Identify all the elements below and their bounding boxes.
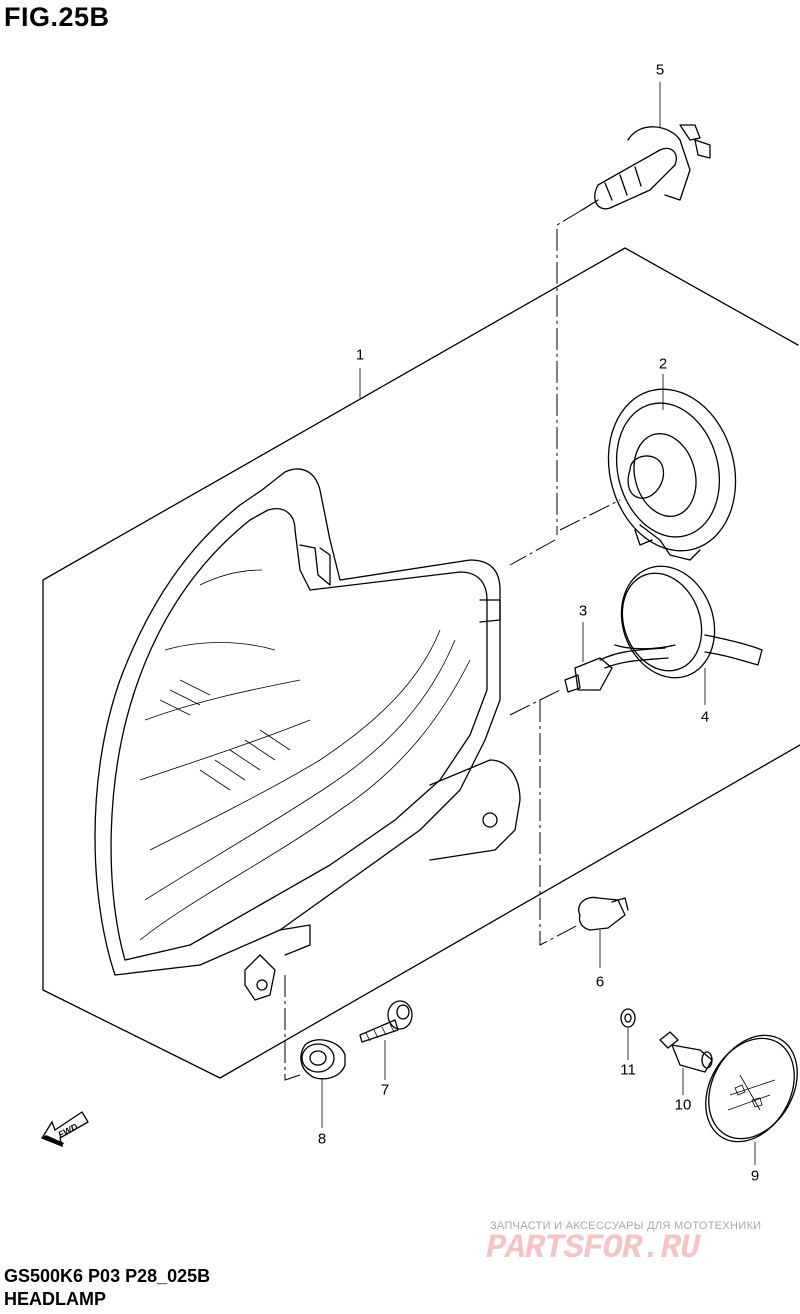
callout-10: 10 — [674, 1096, 692, 1114]
watermark-tagline: ЗАПЧАСТИ И АКСЕССУАРЫ ДЛЯ МОТОТЕХНИКИ — [490, 1220, 762, 1232]
callout-leaders — [321, 82, 756, 1165]
callout-9: 9 — [750, 1167, 760, 1185]
watermark-logo: PARTSFOR.RU — [486, 1230, 700, 1268]
headlamp-bulb-drawing — [581, 124, 711, 211]
callout-5: 5 — [655, 61, 665, 79]
headlamp-housing — [94, 468, 521, 1001]
callout-11: 11 — [620, 1061, 636, 1079]
reflector-drawing — [705, 1034, 798, 1143]
frame-outline — [42, 247, 800, 1079]
figure-title: FIG.25B — [4, 2, 110, 32]
diagram-subtitle: HEADLAMP — [4, 1289, 106, 1309]
assembly-frame — [42, 247, 800, 1079]
position-socket-drawing — [564, 647, 669, 693]
position-bulb-drawing — [578, 896, 629, 931]
callout-1: 1 — [355, 346, 365, 364]
callout-8: 8 — [317, 1130, 327, 1148]
spacer-drawing — [659, 1031, 713, 1073]
socket-cover-drawing — [607, 388, 737, 561]
callout-2: 2 — [658, 355, 668, 373]
screw-drawing — [359, 1000, 413, 1043]
dashed-leaders — [284, 209, 621, 1081]
fwd-arrow-icon: FWD — [41, 1111, 89, 1148]
grommet-drawing — [300, 1039, 346, 1080]
socket-boot-drawing — [614, 565, 763, 679]
callout-3: 3 — [578, 602, 588, 620]
callout-7: 7 — [380, 1081, 390, 1099]
washer-drawing — [620, 1008, 636, 1028]
callout-6: 6 — [595, 973, 605, 991]
callout-4: 4 — [700, 708, 710, 726]
model-code: GS500K6 P03 P28_025B — [4, 1266, 211, 1286]
